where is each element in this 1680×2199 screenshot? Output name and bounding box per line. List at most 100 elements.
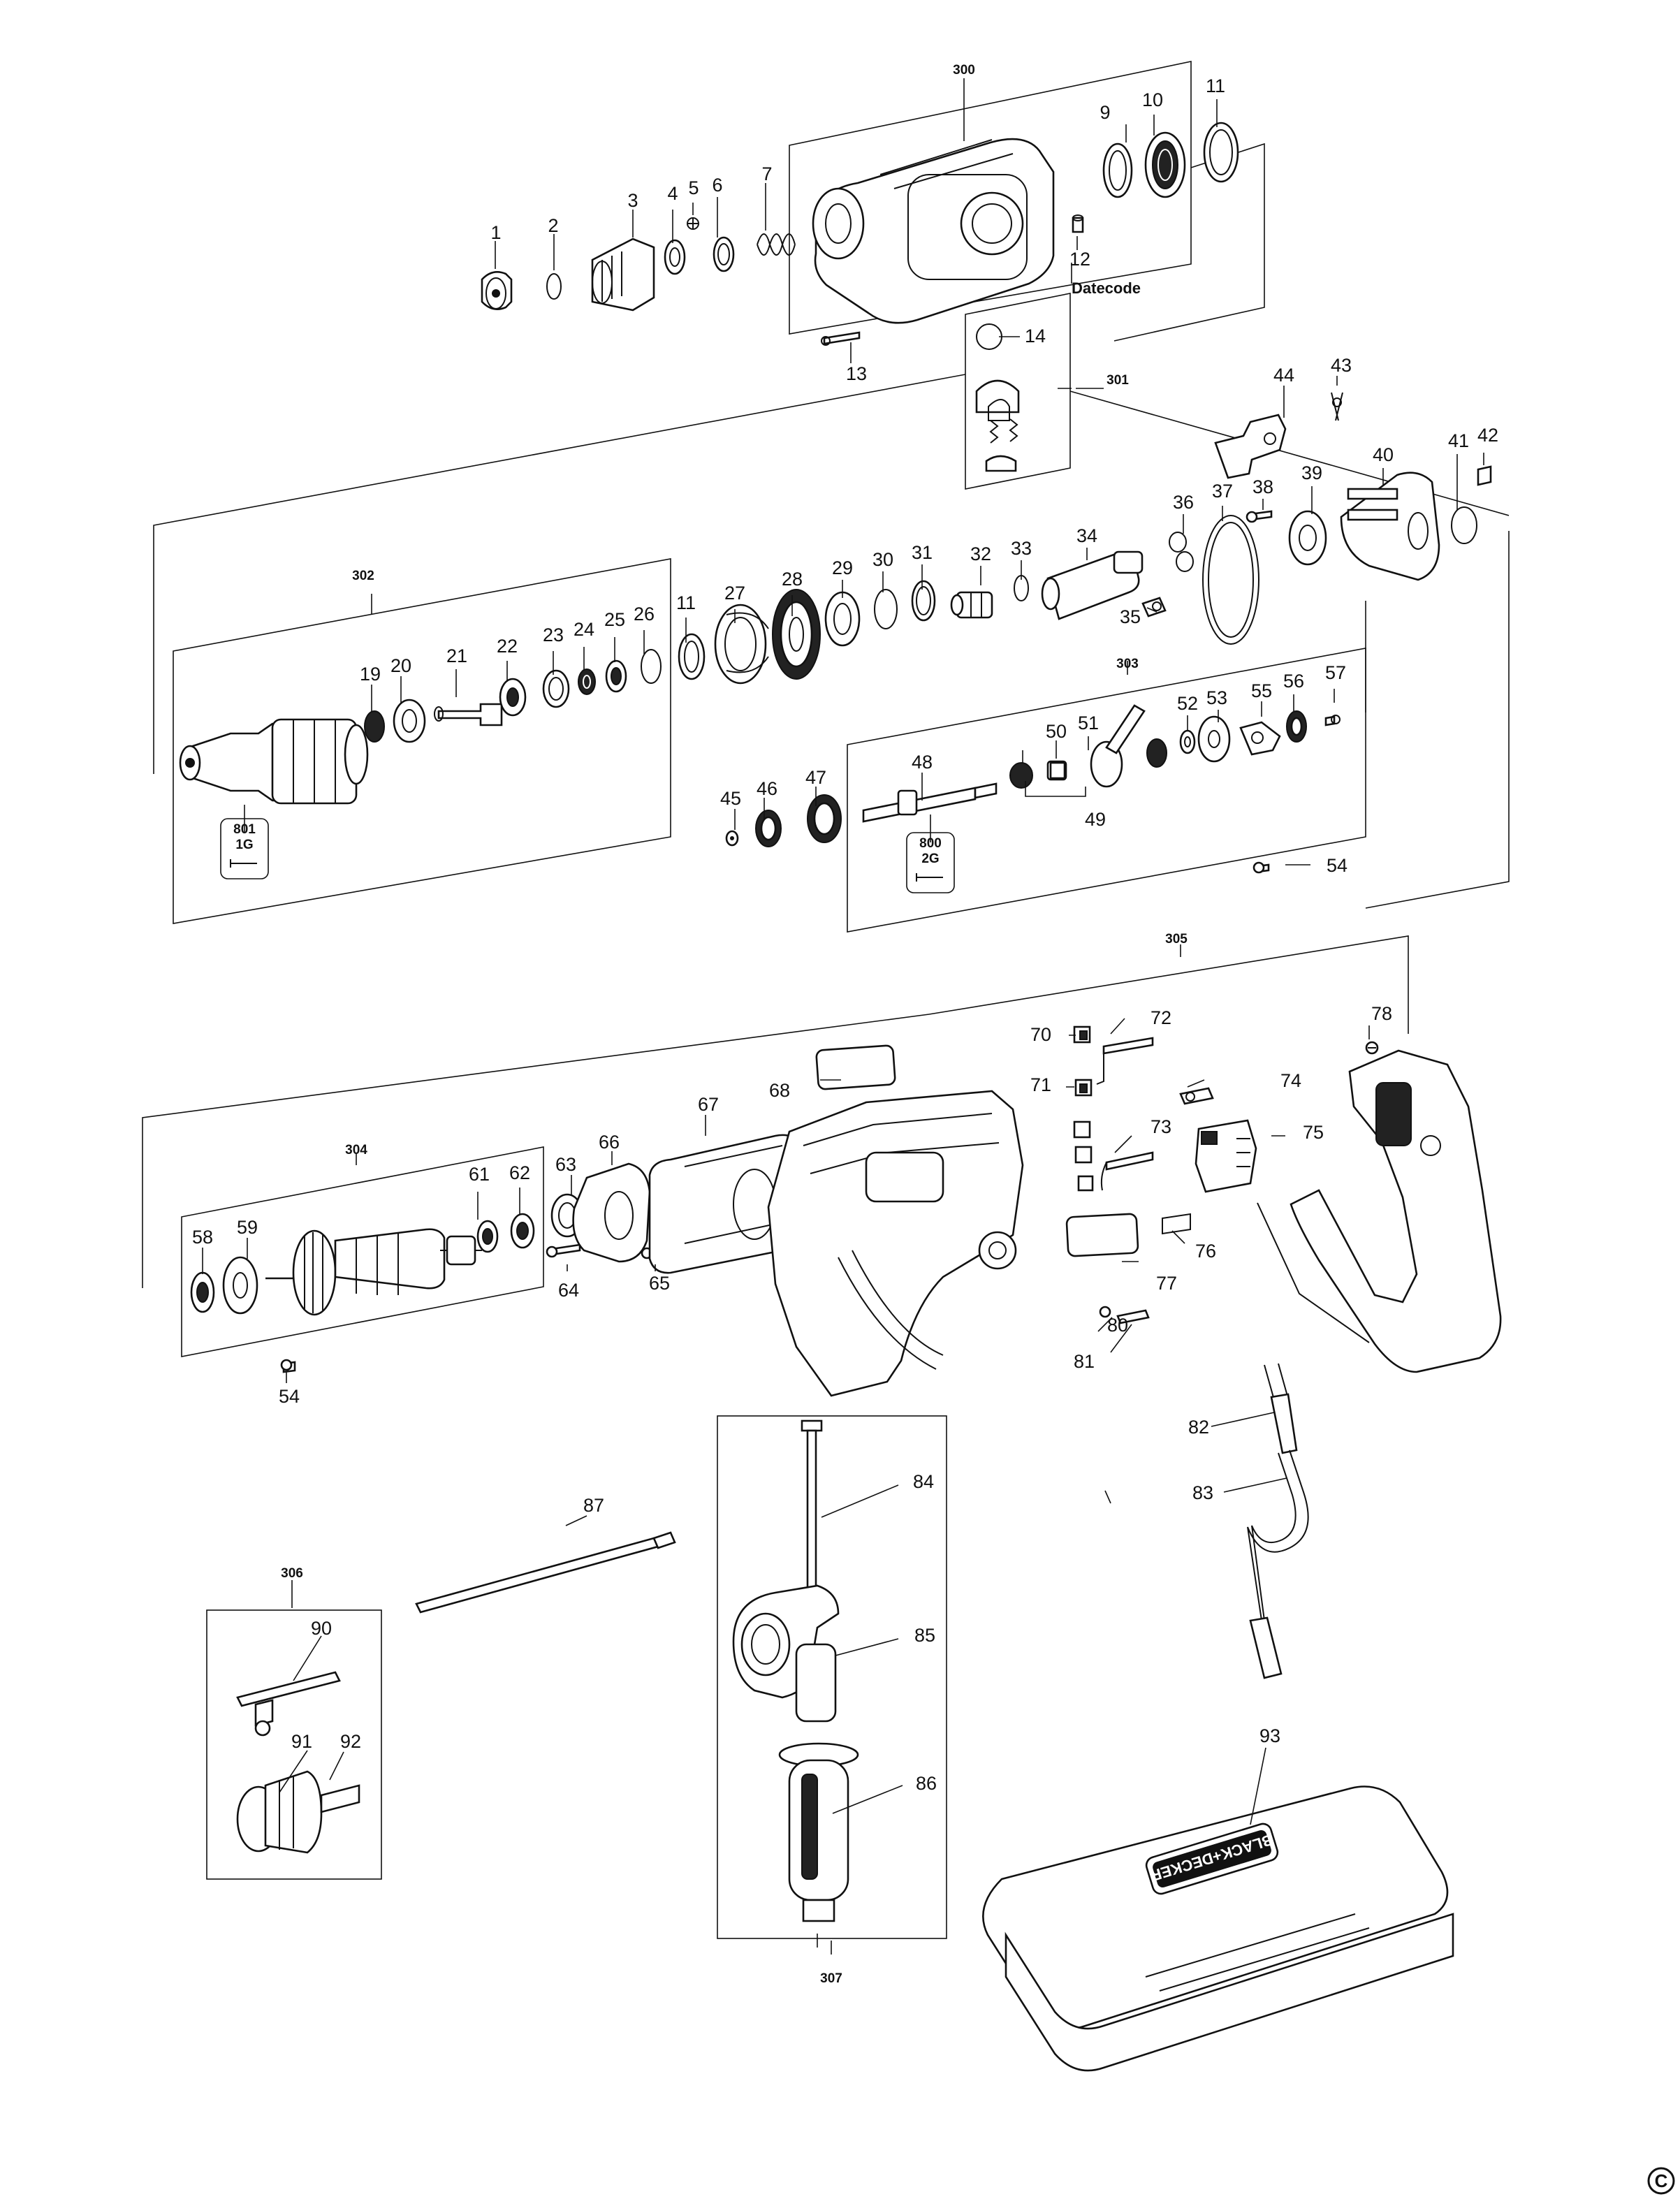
label-part-9: 9 [1100, 102, 1110, 123]
part-801-tool-holder [179, 718, 369, 805]
part-53-bearing [1197, 715, 1231, 763]
label-group-307: 307 [820, 1971, 842, 1986]
label-part-66: 66 [599, 1132, 620, 1153]
label-part-46: 46 [757, 778, 777, 799]
grade-tag-800-number: 800 [919, 836, 942, 851]
leader-lines [202, 99, 1484, 1948]
part-70-brush-holder [1073, 1025, 1091, 1044]
label-part-53: 53 [1206, 687, 1227, 708]
part-75-switch [1195, 1119, 1257, 1193]
label-part-32: 32 [970, 543, 991, 564]
label-part-2: 2 [548, 215, 558, 236]
part-34-cylinder [1041, 550, 1144, 620]
part-9-ring [1102, 143, 1133, 198]
part-72-brush [1096, 1037, 1154, 1085]
part-43-clip [1331, 392, 1343, 421]
part-81-tag [1116, 1309, 1150, 1324]
datecode-note: Datecode [1071, 263, 1141, 297]
part-51-wobble [1090, 704, 1167, 788]
label-part-59: 59 [237, 1217, 258, 1238]
part-23-ring [542, 669, 570, 708]
label-group-304: 304 [345, 1143, 367, 1157]
part-19-spring [364, 710, 385, 743]
label-group-301: 301 [1106, 373, 1129, 388]
label-part-51: 51 [1078, 713, 1099, 733]
part-300-gear-housing [812, 138, 1055, 324]
grade-tag-801-number: 801 [233, 822, 256, 837]
label-part-55: 55 [1251, 680, 1272, 701]
label-group-303: 303 [1116, 657, 1139, 671]
part-85-side-handle-clamp [732, 1584, 840, 1723]
part-78-screw [1365, 1041, 1379, 1055]
part-30-ring [874, 589, 898, 629]
label-part-39: 39 [1301, 462, 1322, 483]
part-45-washer [725, 830, 739, 847]
label-part-29: 29 [832, 557, 853, 578]
part-93-carry-case: BLACK+DECKER [982, 1785, 1454, 2072]
label-part-49: 49 [1085, 809, 1106, 830]
label-part-25: 25 [604, 609, 625, 630]
label-part-73: 73 [1151, 1116, 1171, 1137]
label-part-67: 67 [698, 1094, 719, 1115]
part-14-ring [976, 323, 1002, 350]
part-11-ring-a [1203, 122, 1239, 183]
label-part-61: 61 [469, 1164, 490, 1185]
label-group-300: 300 [953, 63, 975, 78]
part-35-pin [1141, 597, 1167, 618]
part-31-ring [911, 580, 936, 622]
part-68-label [815, 1044, 896, 1090]
label-part-21: 21 [446, 645, 467, 666]
label-group-306: 306 [281, 1566, 303, 1581]
label-part-71: 71 [1030, 1074, 1051, 1095]
part-58-bearing [190, 1271, 215, 1313]
label-part-82: 82 [1188, 1417, 1209, 1438]
part-27-spring-sleeve [714, 604, 769, 685]
part-46-gear [755, 810, 782, 847]
part-44-lever [1214, 414, 1287, 479]
label-part-12: 12 [1069, 249, 1090, 270]
part-number-labels: 1 2 3 4 5 6 7 9 10 11 12 13 14 19 20 21 … [192, 75, 1498, 1794]
part-800-intermediate-shaft [862, 782, 998, 823]
label-part-91: 91 [291, 1731, 312, 1752]
grade-tag-800: 800 2G [906, 814, 955, 893]
label-part-7: 7 [761, 163, 772, 184]
label-part-19: 19 [360, 664, 381, 685]
part-82-cable-core [1264, 1363, 1298, 1454]
group-304-panel [181, 1146, 544, 1357]
label-part-57: 57 [1325, 662, 1346, 683]
label-part-41: 41 [1448, 430, 1469, 451]
part-2-ring [546, 273, 562, 300]
part-50-bushing [1049, 761, 1066, 780]
grade-tag-801-grade: 1G [235, 838, 253, 852]
label-part-28: 28 [782, 569, 803, 590]
part-25-ring [605, 659, 627, 693]
label-part-37: 37 [1212, 481, 1233, 502]
part-54-screw-b [280, 1359, 296, 1373]
label-part-30: 30 [872, 549, 893, 570]
label-part-74: 74 [1280, 1070, 1301, 1091]
part-57-screw [1324, 715, 1341, 726]
part-1-chuck-cap [481, 271, 513, 310]
label-part-68: 68 [769, 1080, 790, 1101]
part-87-depth-rod [415, 1531, 676, 1614]
part-62-bearing [510, 1213, 535, 1249]
part-64-screw [546, 1243, 581, 1258]
label-part-10: 10 [1142, 89, 1163, 110]
label-part-75: 75 [1303, 1122, 1324, 1143]
part-54-screw-a [1252, 861, 1270, 874]
label-part-65: 65 [649, 1273, 670, 1294]
part-39-crank [1288, 510, 1327, 566]
label-part-11a: 11 [1206, 75, 1225, 96]
part-56-bearing [1286, 710, 1307, 743]
label-part-14: 14 [1025, 326, 1046, 346]
label-part-23: 23 [543, 624, 564, 645]
grade-tag-800-grade: 2G [921, 852, 939, 866]
label-part-38: 38 [1252, 476, 1273, 497]
label-part-62: 62 [509, 1162, 530, 1183]
group-300-extension [1113, 143, 1265, 342]
part-80-screw [1099, 1306, 1111, 1318]
group-number-labels: 300 301 302 303 304 305 306 307 [281, 63, 1188, 1986]
label-part-54a: 54 [1327, 855, 1347, 876]
part-42-pin [1477, 465, 1492, 486]
